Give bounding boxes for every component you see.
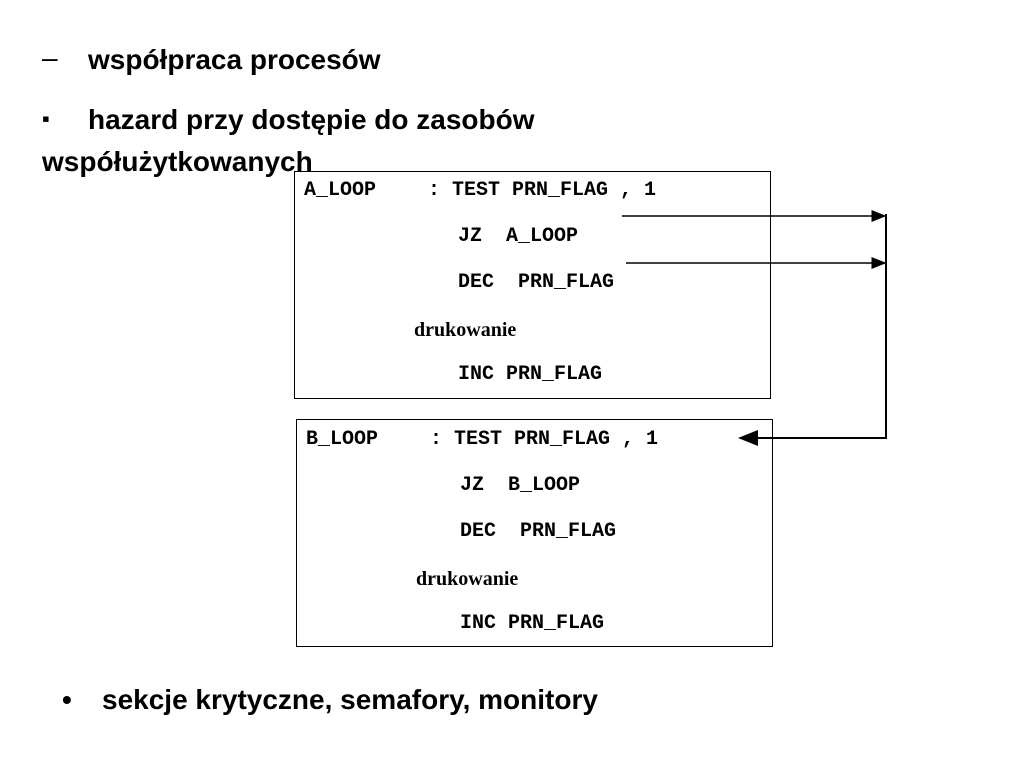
heading-hazard-line1: hazard przy dostępie do zasobów	[88, 104, 535, 135]
box-b-label: B_LOOP	[306, 428, 379, 451]
code-box-b	[296, 419, 773, 647]
box-a-line2: JZ A_LOOP	[458, 225, 579, 248]
box-b-line1: : TEST PRN_FLAG , 1	[430, 428, 659, 451]
box-a-line5: INC PRN_FLAG	[458, 363, 603, 386]
code-box-a	[294, 171, 771, 399]
box-a-line3: DEC PRN_FLAG	[458, 271, 615, 294]
round-marker: •	[62, 684, 72, 715]
box-a-label: A_LOOP	[304, 179, 377, 202]
box-a-line4: drukowanie	[414, 319, 517, 341]
box-b-line3: DEC PRN_FLAG	[460, 520, 617, 543]
footer-critical-sections: sekcje krytyczne, semafory, monitory	[102, 684, 598, 715]
heading-hazard-line2: współużytkowanych	[42, 146, 313, 177]
square-marker: ▪	[42, 106, 50, 131]
heading-process-cooperation: współpraca procesów	[88, 44, 381, 75]
box-b-line4: drukowanie	[416, 568, 519, 590]
dash-marker: –	[42, 42, 58, 73]
box-b-line2: JZ B_LOOP	[460, 474, 581, 497]
box-b-line5: INC PRN_FLAG	[460, 612, 605, 635]
box-a-line1: : TEST PRN_FLAG , 1	[428, 179, 657, 202]
